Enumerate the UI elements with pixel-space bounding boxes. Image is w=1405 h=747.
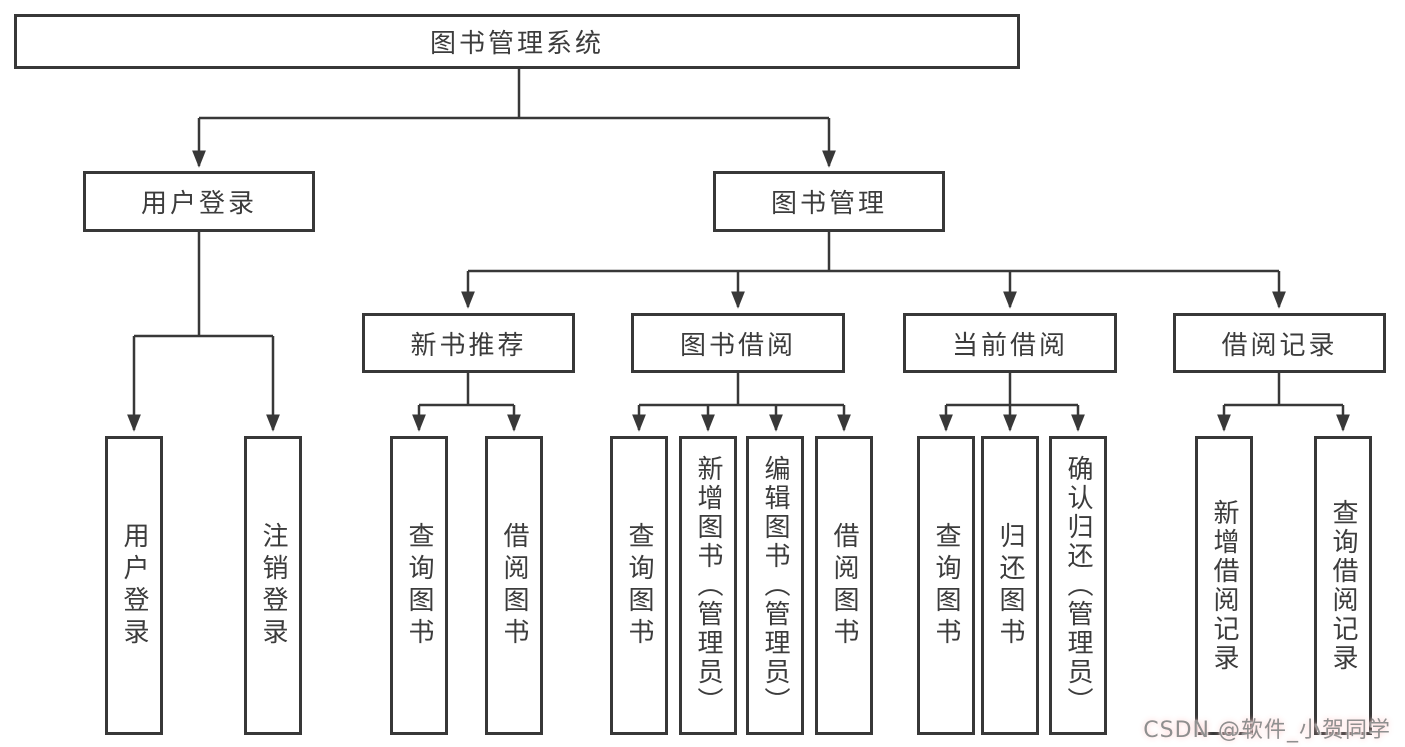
node-current-borrow: 当前借阅 [903,313,1117,373]
leaf-logout: 注销登录 [244,436,302,735]
node-label: 当前借阅 [951,330,1068,361]
leaf-query-borrow-record: 查询借阅记录 [1314,436,1372,735]
leaf-query-books: 查询图书 [390,436,448,735]
leaf-add-books-admin: 新增图书（管理员） [679,436,737,735]
node-label: 借阅记录 [1221,330,1338,361]
csdn-watermark: CSDN @软件_小贺同学 [1143,718,1391,743]
node-new-book-recommend: 新书推荐 [362,313,575,373]
node-label: 新增借阅记录 [1209,498,1239,673]
leaf-user-login: 用户登录 [105,436,163,735]
node-label: 图书借阅 [679,330,796,361]
node-label: 用户登录 [140,189,257,219]
node-label: 借阅图书 [499,521,529,650]
node-label: 编辑图书（管理员） [760,455,790,716]
node-label: 用户登录 [119,521,149,650]
node-borrow-records: 借阅记录 [1173,313,1386,373]
leaf-query-books: 查询图书 [610,436,668,735]
node-book-management: 图书管理 [713,171,945,232]
node-label: 归还图书 [995,521,1025,650]
leaf-query-books: 查询图书 [917,436,975,735]
node-label: 查询图书 [404,521,434,650]
node-label: 图书管理系统 [429,29,604,59]
node-root-book-management-system: 图书管理系统 [14,14,1020,69]
leaf-borrow-books: 借阅图书 [815,436,873,735]
leaf-add-borrow-record: 新增借阅记录 [1195,436,1253,735]
leaf-return-books: 归还图书 [981,436,1039,735]
leaf-edit-books-admin: 编辑图书（管理员） [746,436,804,735]
node-book-borrow: 图书借阅 [631,313,845,373]
leaf-confirm-return-admin: 确认归还（管理员） [1049,436,1107,735]
node-label: 借阅图书 [829,521,859,650]
node-label: 查询图书 [931,521,961,650]
node-label: 查询图书 [624,521,654,650]
node-label: 查询借阅记录 [1328,498,1358,673]
node-label: 新增图书（管理员） [693,455,723,716]
node-label: 注销登录 [258,521,288,650]
node-label: 图书管理 [770,189,887,219]
node-user-login: 用户登录 [83,171,315,232]
leaf-borrow-books: 借阅图书 [485,436,543,735]
node-label: 新书推荐 [410,330,527,361]
node-label: 确认归还（管理员） [1063,455,1093,716]
